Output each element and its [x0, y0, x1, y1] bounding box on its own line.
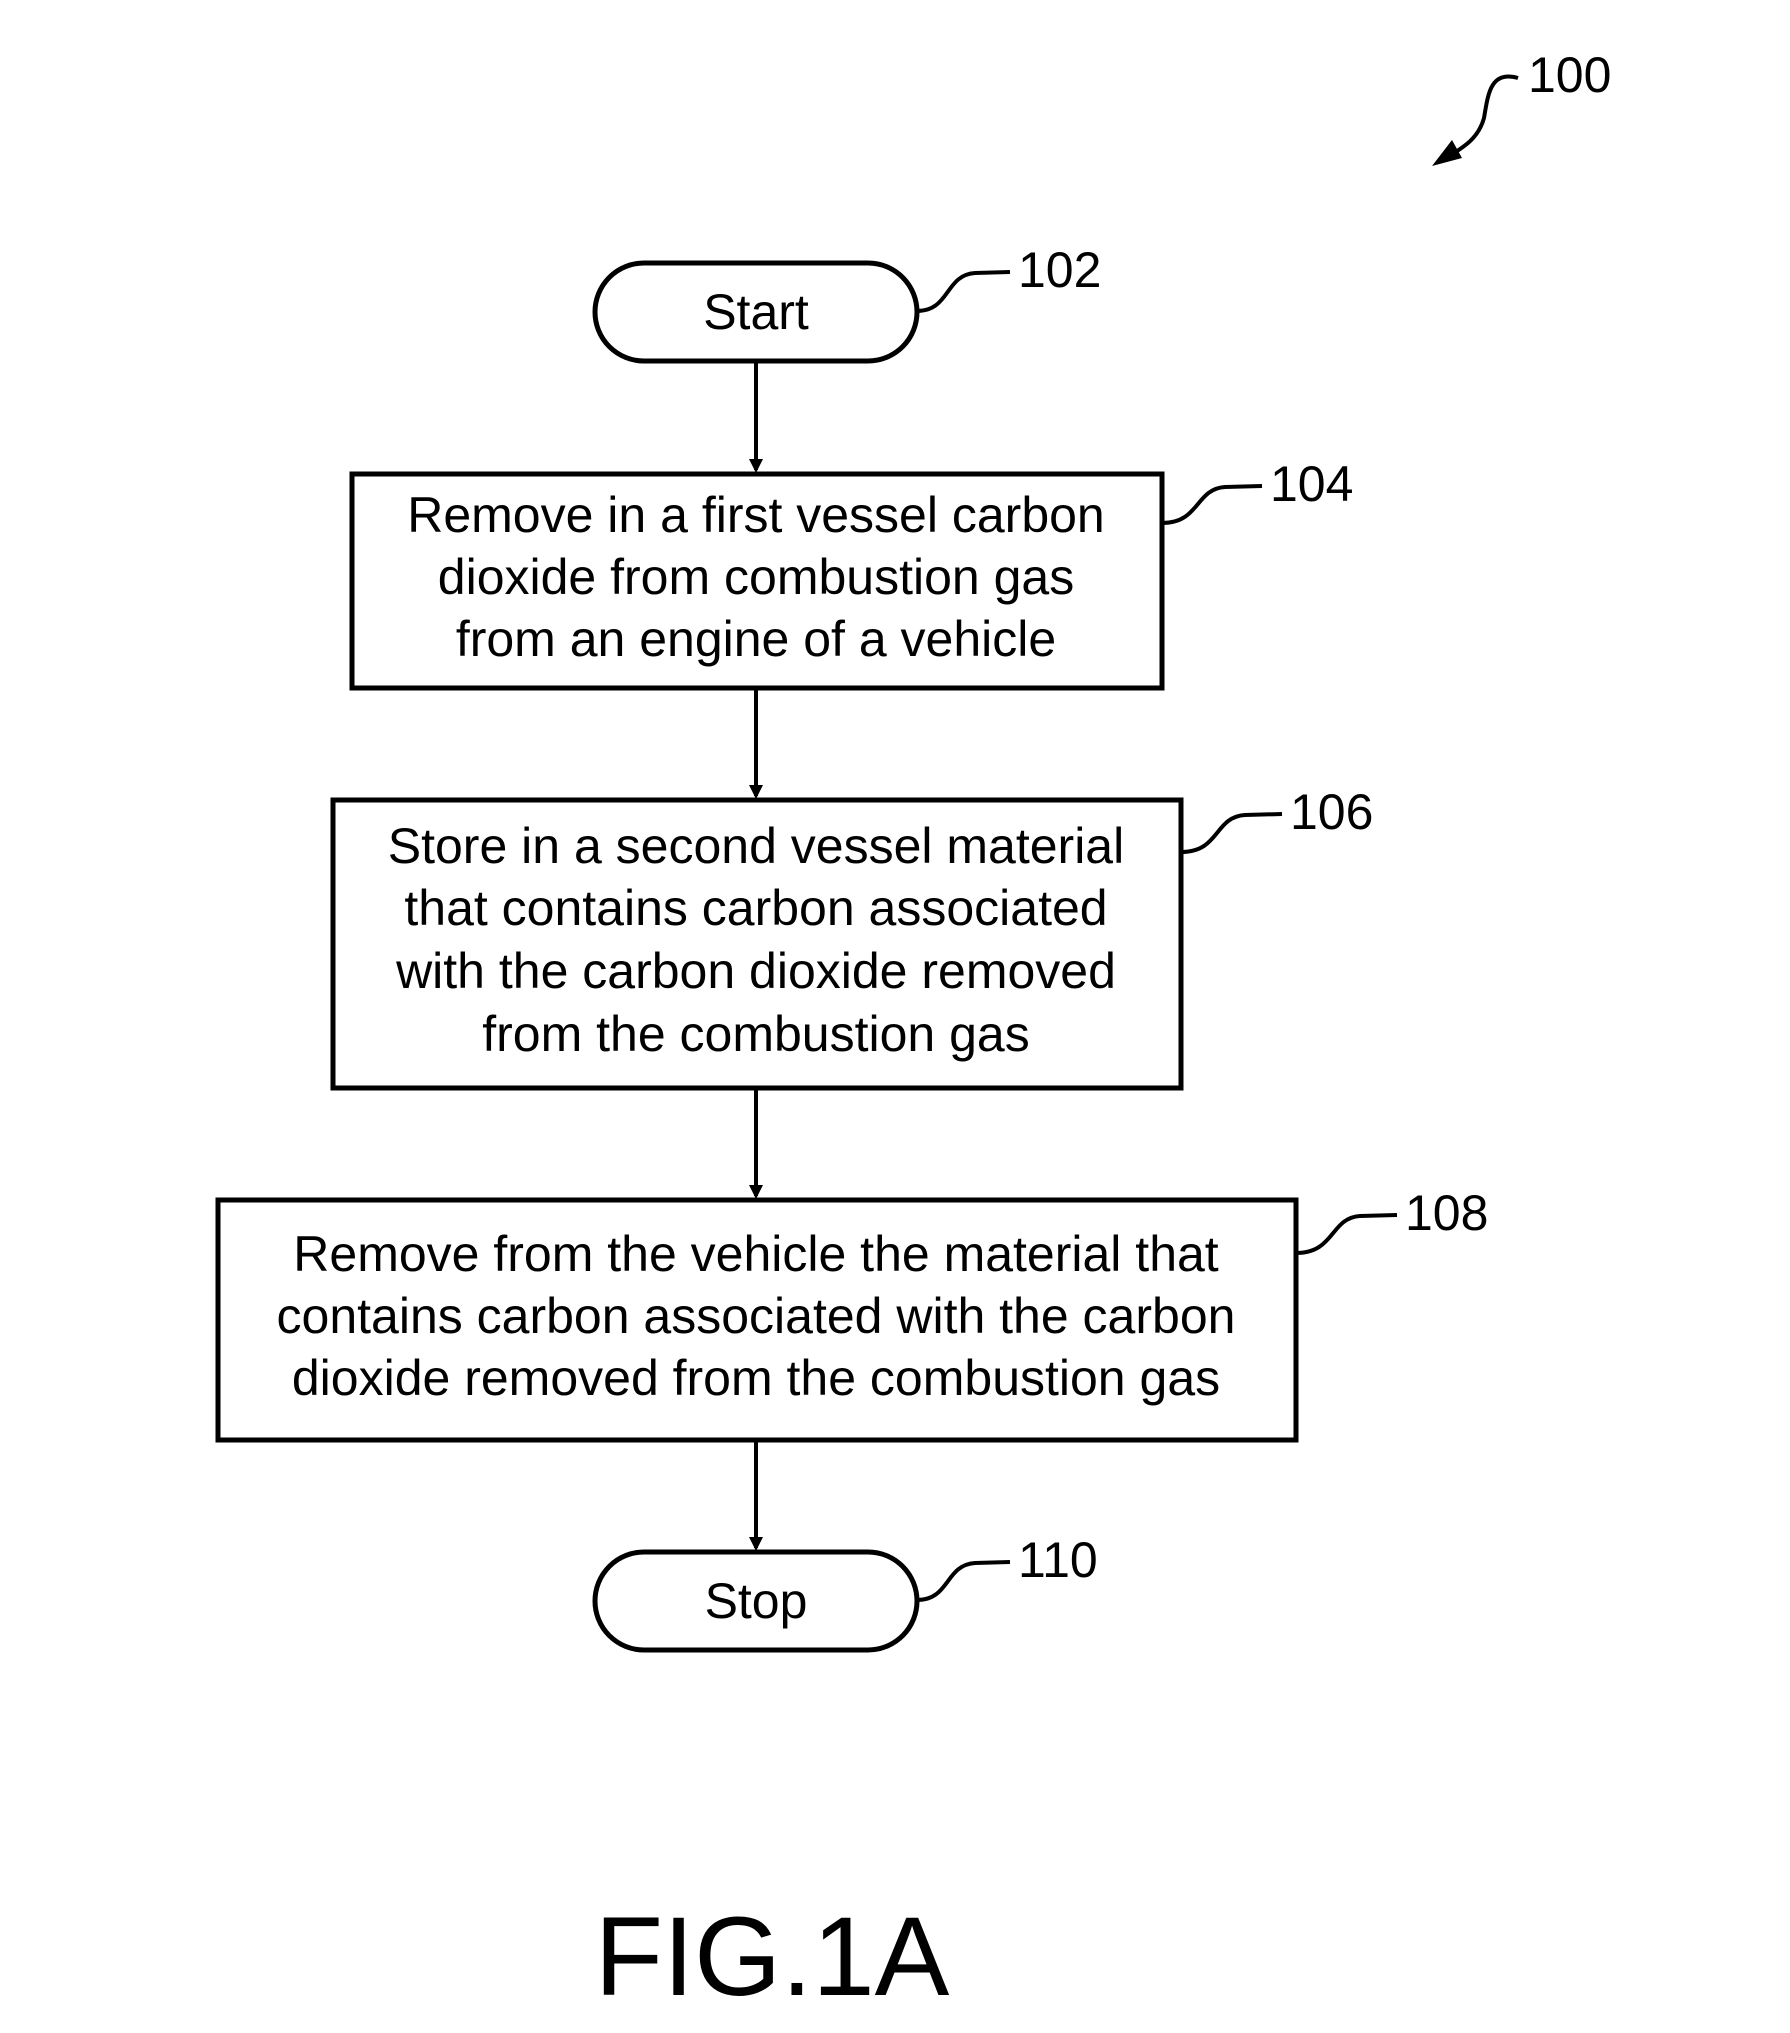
figure-caption: FIG.1A: [595, 1894, 950, 2019]
step-106-line-2: that contains carbon associated: [404, 880, 1107, 936]
step-104-line-2: dioxide from combustion gas: [438, 549, 1074, 605]
start-terminal: Start 102: [595, 242, 1101, 361]
step-106-ref-leader: [1181, 814, 1282, 852]
step-108-line-2: contains carbon associated with the carb…: [277, 1288, 1236, 1344]
figure-ref-100: 100: [1432, 47, 1611, 166]
step-104-ref-number: 104: [1270, 456, 1353, 512]
stop-label: Stop: [705, 1573, 808, 1629]
start-label: Start: [703, 284, 809, 340]
step-108-ref-number: 108: [1405, 1185, 1488, 1241]
process-step-108: Remove from the vehicle the material tha…: [218, 1185, 1488, 1440]
step-104-ref-leader: [1162, 486, 1262, 523]
figure-ref-number: 100: [1528, 47, 1611, 103]
stop-ref-leader: [917, 1562, 1010, 1600]
step-108-ref-leader: [1296, 1215, 1397, 1253]
step-106-ref-number: 106: [1290, 784, 1373, 840]
step-108-line-1: Remove from the vehicle the material tha…: [293, 1226, 1219, 1282]
step-106-line-1: Store in a second vessel material: [388, 818, 1124, 874]
step-106-line-4: from the combustion gas: [482, 1006, 1030, 1062]
start-ref-number: 102: [1018, 242, 1101, 298]
step-108-line-3: dioxide removed from the combustion gas: [292, 1350, 1220, 1406]
step-104-line-3: from an engine of a vehicle: [456, 611, 1056, 667]
step-106-line-3: with the carbon dioxide removed: [395, 943, 1116, 999]
process-step-106: Store in a second vessel material that c…: [333, 784, 1373, 1088]
start-ref-leader: [917, 272, 1010, 311]
stop-terminal: Stop 110: [595, 1532, 1098, 1650]
process-step-104: Remove in a first vessel carbon dioxide …: [352, 456, 1353, 688]
figure-ref-arrowhead: [1432, 140, 1462, 166]
stop-ref-number: 110: [1018, 1532, 1098, 1588]
step-104-line-1: Remove in a first vessel carbon: [407, 487, 1105, 543]
